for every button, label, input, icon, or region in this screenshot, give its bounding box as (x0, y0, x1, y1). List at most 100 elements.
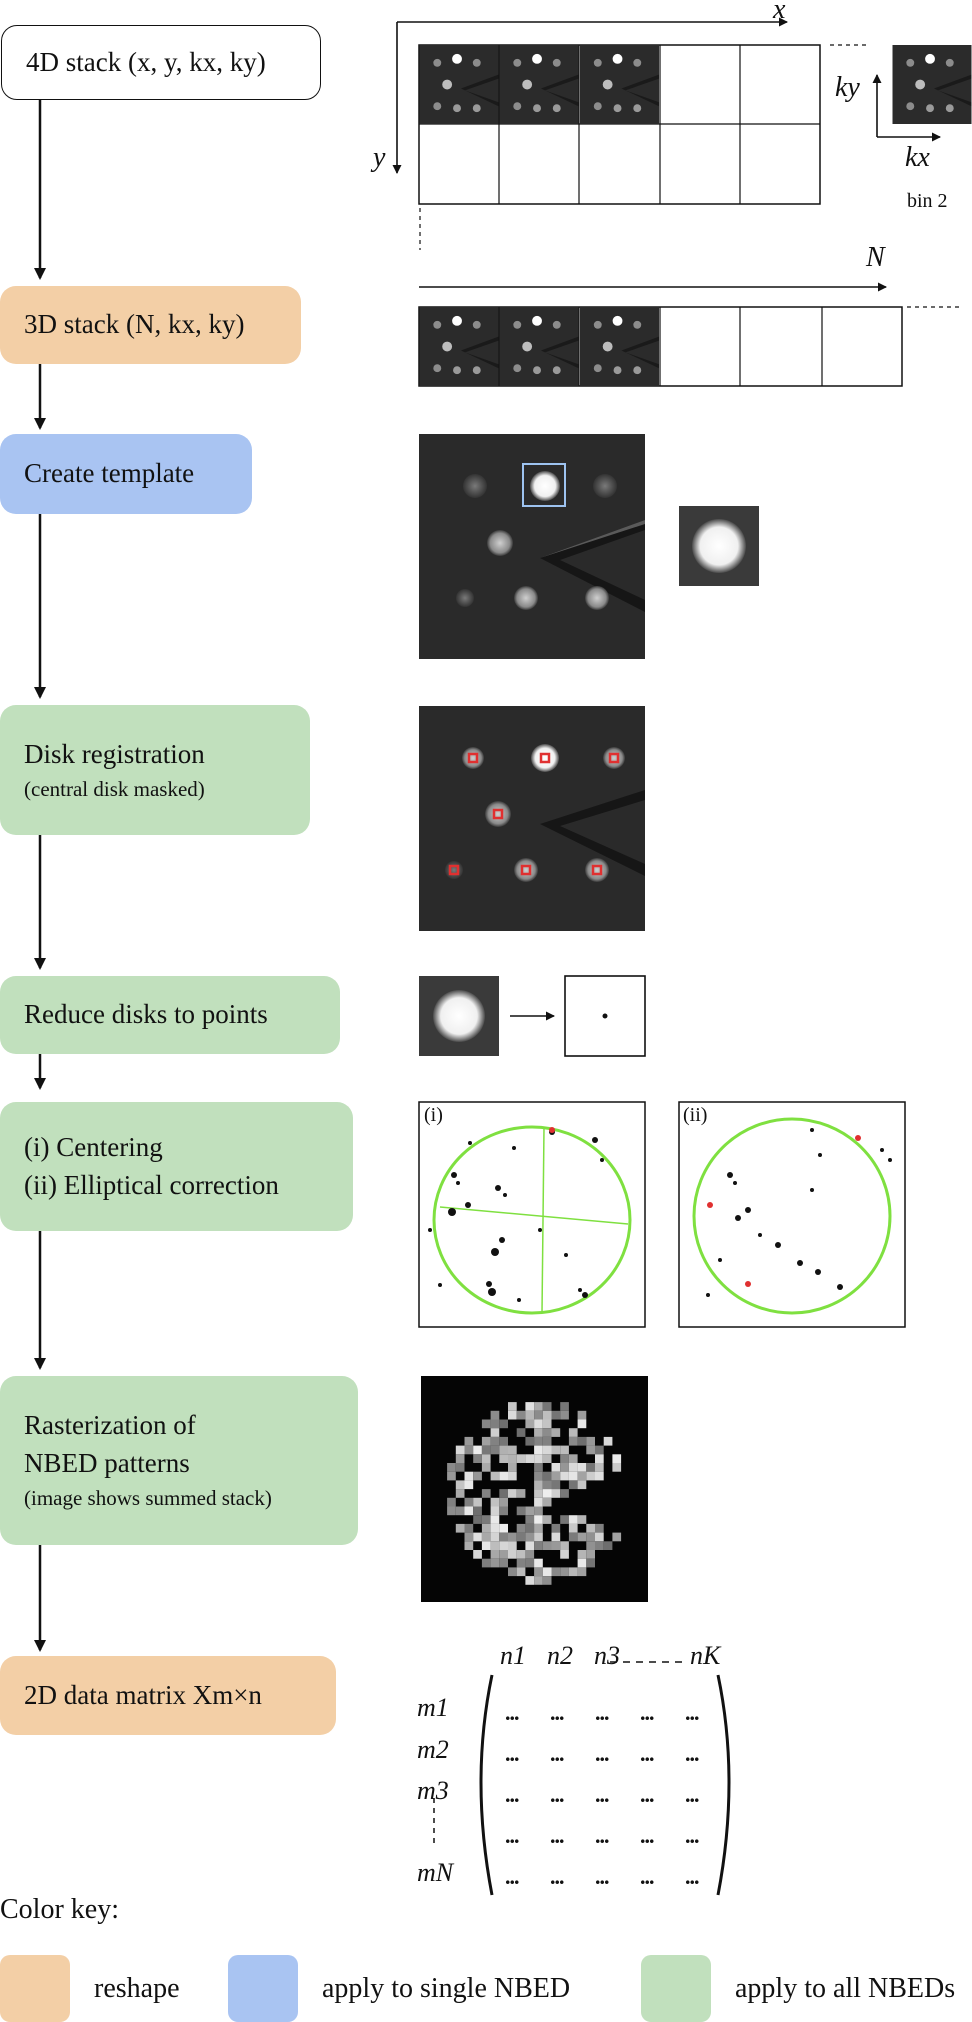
raster-pixel (577, 1515, 587, 1524)
raster-pixel (516, 1558, 526, 1568)
raster-pixel (534, 1410, 543, 1420)
raster-pixel (586, 1463, 595, 1472)
step-disk-registration-sub: (central disk masked) (24, 776, 205, 801)
centering-panels (418, 1101, 906, 1328)
raster-pixel (525, 1506, 535, 1516)
step-disk-registration: Disk registration (central disk masked) (0, 705, 310, 835)
raster-pixel (516, 1489, 526, 1498)
raster-pixel (464, 1471, 474, 1481)
raster-pixel (447, 1497, 456, 1507)
step-4d-stack: 4D stack (x, y, kx, ky) (1, 25, 321, 100)
raster-pixel (499, 1471, 508, 1481)
raster-pixel (516, 1550, 526, 1559)
raster-pixel (455, 1445, 465, 1455)
raster-pixel (551, 1541, 561, 1550)
matrix-cell: ... (595, 1700, 609, 1725)
raster-pixel (560, 1445, 569, 1455)
key-label-single: apply to single NBED (322, 1972, 571, 2004)
matrix-cell: ... (505, 1700, 519, 1725)
raster-pixel (473, 1532, 482, 1542)
raster-pixel (455, 1480, 465, 1490)
raster-pixel (508, 1463, 517, 1472)
axis-ky-label: ky (835, 72, 860, 103)
raster-pixel (525, 1454, 535, 1463)
raster-pixel (534, 1532, 543, 1542)
raster-pixel (542, 1576, 552, 1585)
matrix-cell: ... (550, 1823, 564, 1848)
raster-pixel (577, 1436, 587, 1446)
raster-pixel (534, 1497, 543, 1507)
raster-pixel (534, 1523, 543, 1533)
raster-pixel (525, 1541, 535, 1550)
raster-pixel (534, 1506, 543, 1516)
raster-pixel (595, 1445, 604, 1455)
raster-pixel (577, 1463, 587, 1472)
raster-pixel (481, 1489, 491, 1498)
raster-pixel (473, 1445, 482, 1455)
raster-pixel (551, 1410, 561, 1420)
axis-kx-label: kx (905, 142, 930, 173)
raster-pixel (499, 1445, 508, 1455)
raster-pixel (551, 1445, 561, 1455)
step-create-template-label: Create template (24, 458, 195, 489)
matrix-cell: ... (595, 1741, 609, 1766)
disk-registration-image (419, 706, 645, 931)
key-label-reshape: reshape (94, 1972, 180, 2004)
raster-pixel (534, 1541, 543, 1550)
step-3d-stack-label: 3D stack (N, kx, ky) (24, 309, 245, 340)
key-item-reshape: reshape (0, 1955, 180, 2022)
matrix-cell: ... (505, 1782, 519, 1807)
raster-pixel (534, 1576, 543, 1585)
raster-pixel (516, 1454, 526, 1463)
key-swatch-all (641, 1955, 711, 2022)
raster-pixel (586, 1550, 595, 1559)
raster-pixel (481, 1454, 491, 1463)
raster-pixel (525, 1550, 535, 1559)
raster-pixel (481, 1419, 491, 1429)
raster-pixel (455, 1523, 465, 1533)
raster-pixel (481, 1558, 491, 1568)
raster-pixel (534, 1402, 543, 1411)
raster-pixel (551, 1567, 561, 1577)
raster-pixel (455, 1506, 465, 1516)
raster-pixel (508, 1402, 517, 1411)
step-centering-line1: (i) Centering (24, 1131, 163, 1162)
matrix-col-3: n3 (594, 1641, 620, 1670)
matrix-cell: ... (685, 1864, 699, 1889)
raster-pixel (490, 1532, 500, 1542)
raster-pixel (455, 1463, 465, 1472)
raster-pixel (595, 1471, 604, 1481)
raster-pixel (525, 1558, 535, 1568)
matrix-cell: ... (550, 1782, 564, 1807)
matrix-col-1: n1 (500, 1641, 526, 1670)
raster-pixel (508, 1550, 517, 1559)
raster-pixel (586, 1445, 595, 1455)
reduce-disks-graphic (419, 975, 646, 1057)
raster-pixel (516, 1532, 526, 1542)
raster-pixel (534, 1463, 543, 1472)
raster-pixel (603, 1436, 613, 1446)
key-item-single: apply to single NBED (228, 1955, 570, 2022)
raster-pixel (473, 1515, 482, 1524)
matrix-cell: ... (640, 1864, 654, 1889)
raster-pixel (490, 1410, 500, 1420)
raster-pixel (508, 1489, 517, 1498)
key-swatch-reshape (0, 1955, 70, 2022)
raster-pixel (577, 1550, 587, 1559)
step-create-template: Create template (0, 434, 252, 514)
raster-pixel (464, 1523, 474, 1533)
raster-pixel (499, 1419, 508, 1429)
raster-pixel (490, 1497, 500, 1507)
raster-pixel (586, 1523, 595, 1533)
raster-pixel (525, 1402, 535, 1411)
raster-pixel (490, 1428, 500, 1437)
key-item-all: apply to all NBEDs (641, 1955, 955, 2022)
raster-pixel (473, 1506, 482, 1516)
raster-pixel (542, 1567, 552, 1577)
matrix-cell: ... (550, 1864, 564, 1889)
raster-pixel (490, 1515, 500, 1524)
raster-pixel (568, 1428, 578, 1437)
raster-pixel (551, 1523, 561, 1533)
step-data-matrix: 2D data matrix Xm×n (0, 1656, 336, 1735)
raster-pixel (560, 1454, 569, 1463)
